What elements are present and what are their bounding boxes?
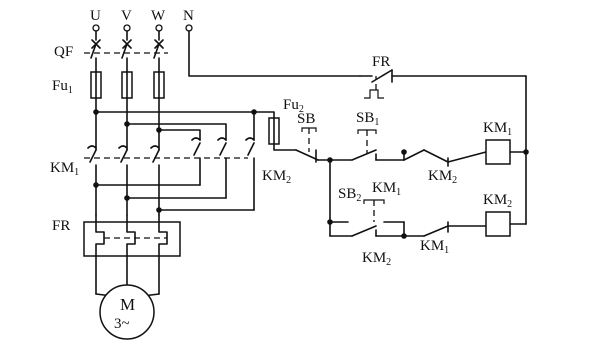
label-breaker: QF <box>54 44 73 60</box>
label-neutral: N <box>183 8 194 24</box>
motor-phase-label: 3~ <box>114 316 130 332</box>
label-km1-interlock-bottom: KM1 <box>420 238 449 256</box>
km1-aux-top <box>329 199 385 223</box>
label-phase-w: W <box>151 8 166 24</box>
label-coil-km2: KM2 <box>483 192 512 210</box>
label-contactor1-main: KM1 <box>50 160 79 178</box>
label-overload-main: FR <box>52 218 70 234</box>
label-fuse-main: Fu1 <box>52 78 73 96</box>
coil-km2 <box>485 211 527 237</box>
terminal-u <box>92 24 100 32</box>
fuse-fu1 <box>90 71 165 99</box>
label-coil-km1: KM1 <box>483 120 512 138</box>
label-km2-aux-bottom: KM2 <box>362 250 391 268</box>
label-km2-interlock-top: KM2 <box>428 168 457 186</box>
label-button1: SB1 <box>356 110 379 128</box>
label-fuse-ctrl: Fu2 <box>283 97 304 115</box>
terminal-w <box>155 24 163 32</box>
button-sb1 <box>351 129 377 161</box>
stop-button-sb <box>295 127 331 163</box>
coil-km1 <box>485 139 527 165</box>
km1-main-contacts <box>84 145 248 216</box>
km1-interlock-bottom <box>403 221 487 237</box>
terminal-n <box>185 24 193 32</box>
label-contactor2-main: KM2 <box>262 168 291 186</box>
label-overload-ctrl: FR <box>372 54 390 70</box>
power-circuit: U V W N QF <box>50 8 361 340</box>
fuse-fu2 <box>268 117 297 151</box>
motor: M 3~ <box>99 284 155 340</box>
km2-main-contacts <box>95 137 255 211</box>
control-circuit: Fu2 SB SB1 <box>268 54 529 268</box>
motor-label: M <box>120 295 135 314</box>
terminal-v <box>123 24 131 32</box>
breaker-qf <box>84 39 168 73</box>
label-km1-aux-top: KM1 <box>372 180 401 198</box>
km2-interlock-top <box>403 149 487 167</box>
overload-relay-fr <box>83 214 181 257</box>
label-phase-v: V <box>121 8 132 24</box>
overload-contact-fr <box>359 69 527 99</box>
label-phase-u: U <box>90 8 101 24</box>
button-sb2 <box>329 225 405 237</box>
label-button2: SB2 <box>338 186 361 204</box>
label-stop-button: SB <box>297 111 315 127</box>
